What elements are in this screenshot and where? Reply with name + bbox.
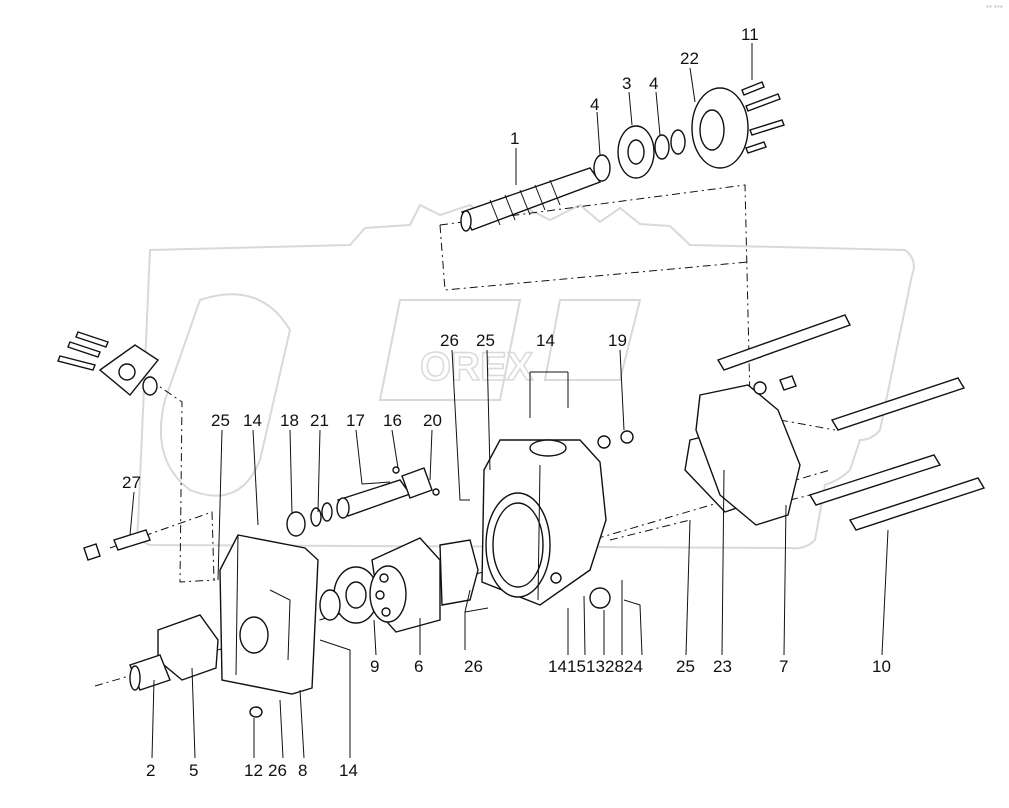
part-cover-22 [691, 87, 749, 169]
label-6: 6 [414, 657, 423, 676]
label-27: 27 [122, 473, 141, 492]
label-1: 1 [510, 129, 519, 148]
label-20: 20 [423, 411, 442, 430]
part-piston-18 [286, 511, 306, 537]
label-23: 23 [713, 657, 732, 676]
label-25c: 25 [676, 657, 695, 676]
part-shaft-2 [129, 654, 171, 691]
label-26a: 26 [440, 331, 459, 350]
part-ring-4b [654, 129, 686, 160]
part-bolt-27 [83, 529, 151, 561]
part-cylinder-6 [369, 537, 479, 633]
label-14d: 14 [339, 761, 358, 780]
label-26c: 26 [268, 761, 287, 780]
part-bolts-11 [741, 81, 785, 154]
label-28: 28 [605, 657, 624, 676]
part-port-block-8 [219, 534, 319, 695]
label-22: 22 [680, 49, 699, 68]
label-4b: 4 [649, 74, 658, 93]
part-swash-5 [157, 614, 219, 681]
label-9: 9 [370, 657, 379, 676]
label-5: 5 [189, 761, 198, 780]
label-26b: 26 [464, 657, 483, 676]
corner-mark: °° °°° [986, 5, 1003, 12]
label-8: 8 [298, 761, 307, 780]
label-12: 12 [244, 761, 263, 780]
label-7: 7 [779, 657, 788, 676]
part-block-20 [392, 466, 440, 499]
label-13: 13 [586, 657, 605, 676]
label-3: 3 [622, 74, 631, 93]
part-housing [481, 430, 634, 609]
label-15: 15 [567, 657, 586, 676]
part-rod-17 [336, 479, 412, 519]
label-21: 21 [310, 411, 329, 430]
leader-lines [129, 43, 889, 759]
label-17: 17 [346, 411, 365, 430]
label-14a: 14 [536, 331, 555, 350]
watermark-text: OREX [420, 345, 534, 389]
label-14c: 14 [548, 657, 567, 676]
label-18: 18 [280, 411, 299, 430]
part-ring-4a [593, 154, 611, 182]
label-16: 16 [383, 411, 402, 430]
part-flange-left [57, 331, 160, 396]
label-25b: 25 [211, 411, 230, 430]
part-cover-7 [695, 375, 801, 526]
part-valve-plate-9 [319, 566, 379, 624]
label-4a: 4 [590, 95, 599, 114]
label-19: 19 [608, 331, 627, 350]
part-shaft-1 [460, 167, 602, 232]
label-10: 10 [872, 657, 891, 676]
part-labels: 1 4 3 4 22 11 26 25 14 19 25 14 18 21 17… [122, 25, 891, 780]
label-2: 2 [146, 761, 155, 780]
label-14b: 14 [243, 411, 262, 430]
watermark: OREX [136, 203, 915, 550]
part-bolts-10 [716, 314, 986, 531]
part-bearing-3 [617, 125, 655, 179]
label-11: 11 [741, 25, 759, 44]
label-25a: 25 [476, 331, 495, 350]
part-plug-12 [249, 706, 263, 718]
label-24: 24 [624, 657, 643, 676]
part-rings-21 [310, 502, 333, 527]
